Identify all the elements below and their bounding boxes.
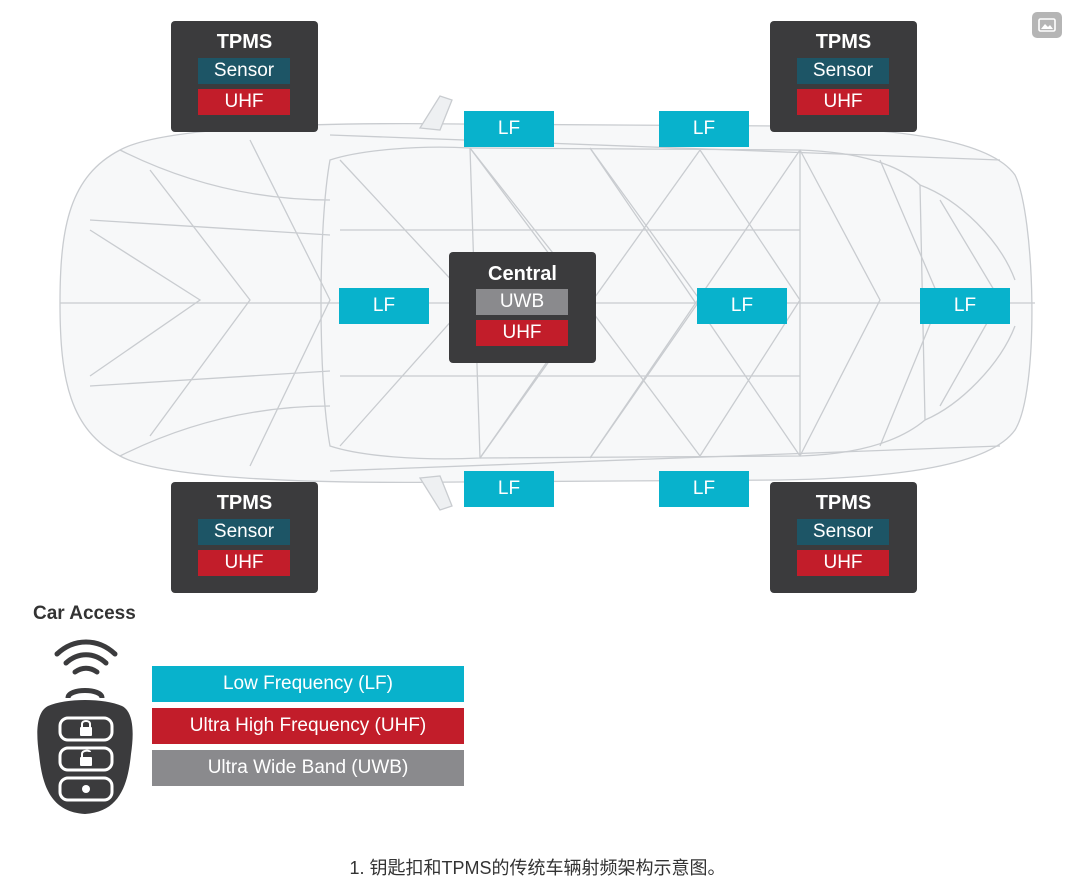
tpms-title: TPMS	[815, 492, 872, 514]
tpms-uhf-label: UHF	[797, 550, 889, 576]
legend-label: Ultra Wide Band (UWB)	[207, 757, 409, 778]
tpms-front-right-module: TPMS Sensor UHF	[770, 21, 917, 132]
tpms-title: TPMS	[216, 492, 273, 514]
tpms-rear-right-module: TPMS Sensor UHF	[770, 482, 917, 593]
tpms-uhf-label: UHF	[198, 89, 290, 115]
legend-label: Ultra High Frequency (UHF)	[189, 715, 427, 736]
legend-label: Low Frequency (LF)	[222, 673, 393, 694]
legend-item-uhf: Ultra High Frequency (UHF)	[152, 708, 464, 744]
lf-antenna-front: LF	[339, 288, 429, 324]
legend-item-lf: Low Frequency (LF)	[152, 666, 464, 702]
tpms-sensor-label: Sensor	[797, 58, 889, 84]
legend-item-uwb: Ultra Wide Band (UWB)	[152, 750, 464, 786]
tpms-uhf-label: UHF	[198, 550, 290, 576]
central-module: Central UWB UHF	[449, 252, 596, 363]
lf-antenna-bottom-left: LF	[464, 471, 554, 507]
legend-title: Car Access	[33, 603, 136, 624]
tpms-uhf-label: UHF	[797, 89, 889, 115]
lf-antenna-bottom-right: LF	[659, 471, 749, 507]
key-fob-icon	[37, 688, 133, 814]
lf-antenna-top-right: LF	[659, 111, 749, 147]
lf-antenna-trunk: LF	[920, 288, 1010, 324]
tpms-title: TPMS	[815, 31, 872, 53]
tpms-front-left-module: TPMS Sensor UHF	[171, 21, 318, 132]
central-uwb-label: UWB	[476, 289, 568, 315]
central-uhf-label: UHF	[476, 320, 568, 346]
lf-antenna-cabin-rear: LF	[697, 288, 787, 324]
tpms-rear-left-module: TPMS Sensor UHF	[171, 482, 318, 593]
wireless-signal-icon	[54, 639, 118, 675]
lf-antenna-top-left: LF	[464, 111, 554, 147]
image-icon[interactable]	[1032, 12, 1062, 38]
tpms-title: TPMS	[216, 31, 273, 53]
central-title: Central	[488, 263, 557, 285]
tpms-sensor-label: Sensor	[198, 519, 290, 545]
tpms-sensor-label: Sensor	[797, 519, 889, 545]
figure-caption: 1. 钥匙扣和TPMS的传统车辆射频架构示意图。	[349, 858, 726, 878]
tpms-sensor-label: Sensor	[198, 58, 290, 84]
